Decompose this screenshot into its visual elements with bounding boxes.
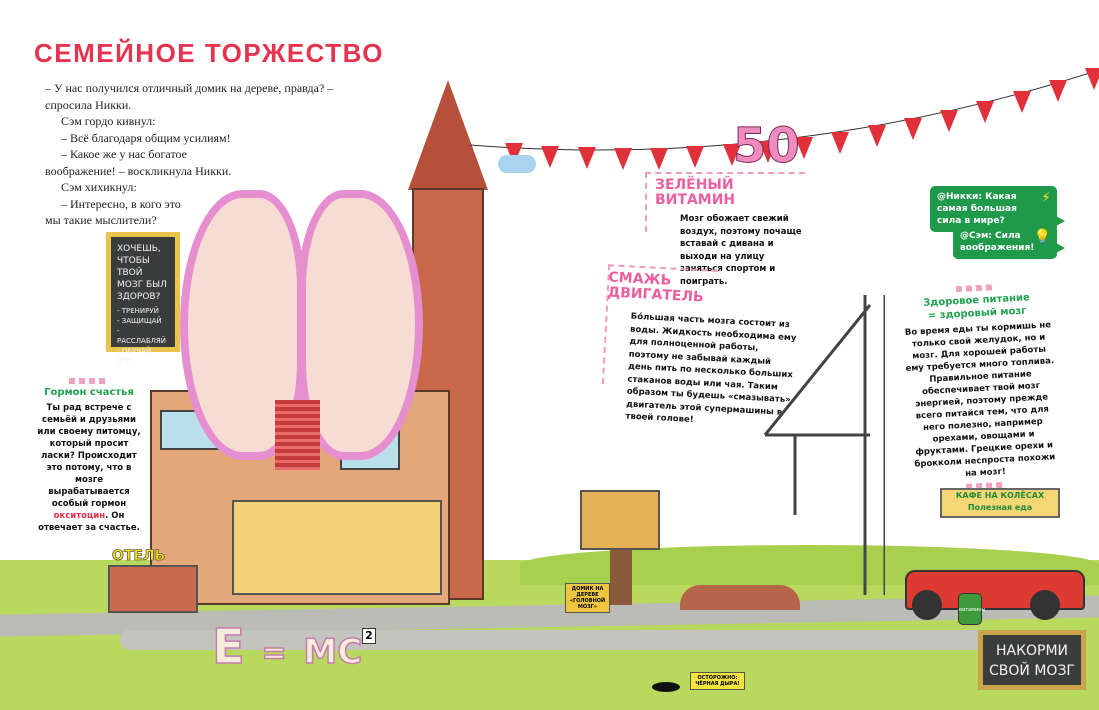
bunting-flag bbox=[976, 101, 995, 124]
bunting-flag bbox=[831, 131, 850, 154]
story-line: воображение! – воскликнула Никки. bbox=[45, 163, 232, 178]
chalkboard-brain-health: ХОЧЕШЬ, ЧТОБЫ ТВОЙ МОЗГ БЫЛ ЗДОРОВ? - ТР… bbox=[106, 232, 180, 365]
bunting-flag bbox=[577, 147, 596, 170]
hotel-sign: ОТЕЛЬ bbox=[112, 548, 166, 565]
treehouse-sign: ДОМИК НА ДЕРЕВЕ «ГОЛОВНОЙ МОЗГ» bbox=[565, 583, 610, 613]
hormone-text: Ты рад встрече с семьёй и друзьями или с… bbox=[34, 402, 144, 534]
story-line: Сэм хихикнул: bbox=[61, 180, 137, 194]
jar-label: витамины bbox=[959, 607, 986, 613]
chat-bubble-sam: @Сэм: Сила воображения! 💡 bbox=[953, 225, 1065, 259]
cafe-sign: КАФЕ НА КОЛЁСАХ Полезная еда bbox=[940, 488, 1060, 518]
hormone-tail: . Он отвечает за счастье. bbox=[38, 511, 140, 533]
car-wheel bbox=[912, 590, 942, 620]
bunting-flag bbox=[1085, 68, 1099, 90]
formula-e: E bbox=[211, 619, 245, 675]
chalkboard-line: СВОЙ МОЗГ bbox=[989, 663, 1075, 679]
lightbulb-icon: 💡 bbox=[1033, 229, 1051, 245]
wavy-divider bbox=[69, 378, 109, 384]
tree-trunk bbox=[610, 545, 632, 605]
nutrition-text: Во время еды ты кормишь не только свой ж… bbox=[904, 320, 1056, 479]
bunting-flag bbox=[903, 118, 922, 141]
hotel-wing bbox=[108, 565, 198, 613]
bunting-flag bbox=[795, 136, 813, 159]
hormone-highlight: окситоцин bbox=[53, 511, 106, 521]
nutrition-box: Здоровое питание = здоровый мозг Во врем… bbox=[900, 281, 1062, 493]
story-text: – У нас получился отличный домик на дере… bbox=[45, 80, 345, 229]
chalkboard-tip: - РАССЛАБЛЯЙ bbox=[117, 327, 167, 345]
bunting-flag bbox=[722, 144, 741, 167]
page-title: СЕМЕЙНОЕ ТОРЖЕСТВО bbox=[34, 38, 385, 68]
nutrition-heading: Здоровое питание = здоровый мозг bbox=[922, 292, 1031, 322]
chalkboard-tip: - ОБУЧАЙ ЕГО! bbox=[117, 347, 152, 365]
story-line: – У нас получился отличный домик на дере… bbox=[45, 81, 334, 112]
bunting-flag bbox=[686, 146, 705, 169]
formula-exponent-sign: 2 bbox=[362, 628, 376, 644]
green-vitamin-heading: ЗЕЛЁНЫЙ ВИТАМИН bbox=[655, 178, 735, 208]
wavy-divider bbox=[955, 284, 996, 293]
crane bbox=[763, 295, 885, 595]
lubricate-heading: СМАЖЬ ДВИГАТЕЛЬ bbox=[607, 270, 704, 306]
green-vitamin-frame bbox=[645, 172, 805, 232]
chat-bubble-nikki: @Никки: Какая самая большая сила в мире?… bbox=[930, 186, 1065, 232]
green-vitamin-text: Мозг обожает свежий воздух, поэтому поча… bbox=[680, 214, 802, 287]
bunting-flag bbox=[650, 147, 668, 170]
bunting-flag bbox=[613, 147, 632, 170]
path-lower bbox=[120, 630, 1020, 650]
balloon-number: 50 bbox=[733, 118, 801, 175]
formula-emc2: E = MC bbox=[211, 619, 363, 679]
black-hole bbox=[652, 682, 680, 692]
bunting-string bbox=[470, 69, 1099, 151]
tower-roof bbox=[408, 80, 488, 190]
lightning-icon: ⚡ bbox=[1041, 190, 1051, 206]
story-line: – Интересно, в кого это bbox=[61, 196, 181, 211]
chat-text: @Никки: Какая самая большая сила в мире? bbox=[937, 192, 1017, 226]
hormone-box: Гормон счастья Ты рад встрече с семьёй и… bbox=[34, 378, 144, 534]
bunting-flag bbox=[758, 140, 777, 163]
warning-sign: ОСТОРОЖНО: ЧЁРНАЯ ДЫРА! bbox=[690, 672, 745, 690]
cafe-name: КАФЕ НА КОЛЁСАХ bbox=[955, 491, 1045, 500]
chalkboard-line: НАКОРМИ bbox=[995, 643, 1069, 659]
chalkboard-question: ХОЧЕШЬ, ЧТОБЫ ТВОЙ МОЗГ БЫЛ ЗДОРОВ? bbox=[117, 244, 167, 302]
stairs bbox=[275, 400, 320, 470]
heading-line: ВИТАМИН bbox=[655, 192, 736, 208]
party-hall bbox=[232, 500, 442, 595]
formula-mc: MC bbox=[303, 631, 363, 673]
chalkboard-feed-brain: НАКОРМИ СВОЙ МОЗГ bbox=[978, 630, 1086, 690]
cafe-tagline: Полезная еда bbox=[967, 503, 1033, 512]
chat-text: @Сэм: Сила воображения! bbox=[960, 231, 1035, 253]
chalkboard-tip: - ЗАЩИЩАЙ bbox=[117, 317, 162, 325]
treehouse bbox=[580, 490, 660, 550]
bunting-flag bbox=[1012, 91, 1031, 114]
cloud bbox=[498, 155, 536, 173]
bunting-flag bbox=[940, 110, 958, 133]
bunting-flag bbox=[1048, 80, 1067, 102]
story-line: мы такие мыслители? bbox=[45, 213, 157, 227]
vitamin-jar: витамины bbox=[958, 593, 986, 625]
car-wheel bbox=[1030, 590, 1060, 620]
heading-line: ЗЕЛЁНЫЙ bbox=[655, 177, 734, 193]
formula-eq: = bbox=[261, 635, 288, 672]
story-line: Сэм гордо кивнул: bbox=[61, 114, 156, 128]
story-line: – Всё благодаря общим усилиям! bbox=[61, 130, 231, 145]
bunting-flag bbox=[541, 145, 560, 168]
bunting-flag bbox=[867, 125, 886, 148]
hormone-body: Ты рад встрече с семьёй и друзьями или с… bbox=[37, 403, 141, 509]
hormone-heading: Гормон счастья bbox=[44, 387, 134, 398]
chalkboard-tip: - ТРЕНИРУЙ bbox=[117, 307, 159, 315]
story-line: – Какое же у нас богатое bbox=[61, 147, 187, 161]
garden-bed bbox=[680, 585, 800, 610]
